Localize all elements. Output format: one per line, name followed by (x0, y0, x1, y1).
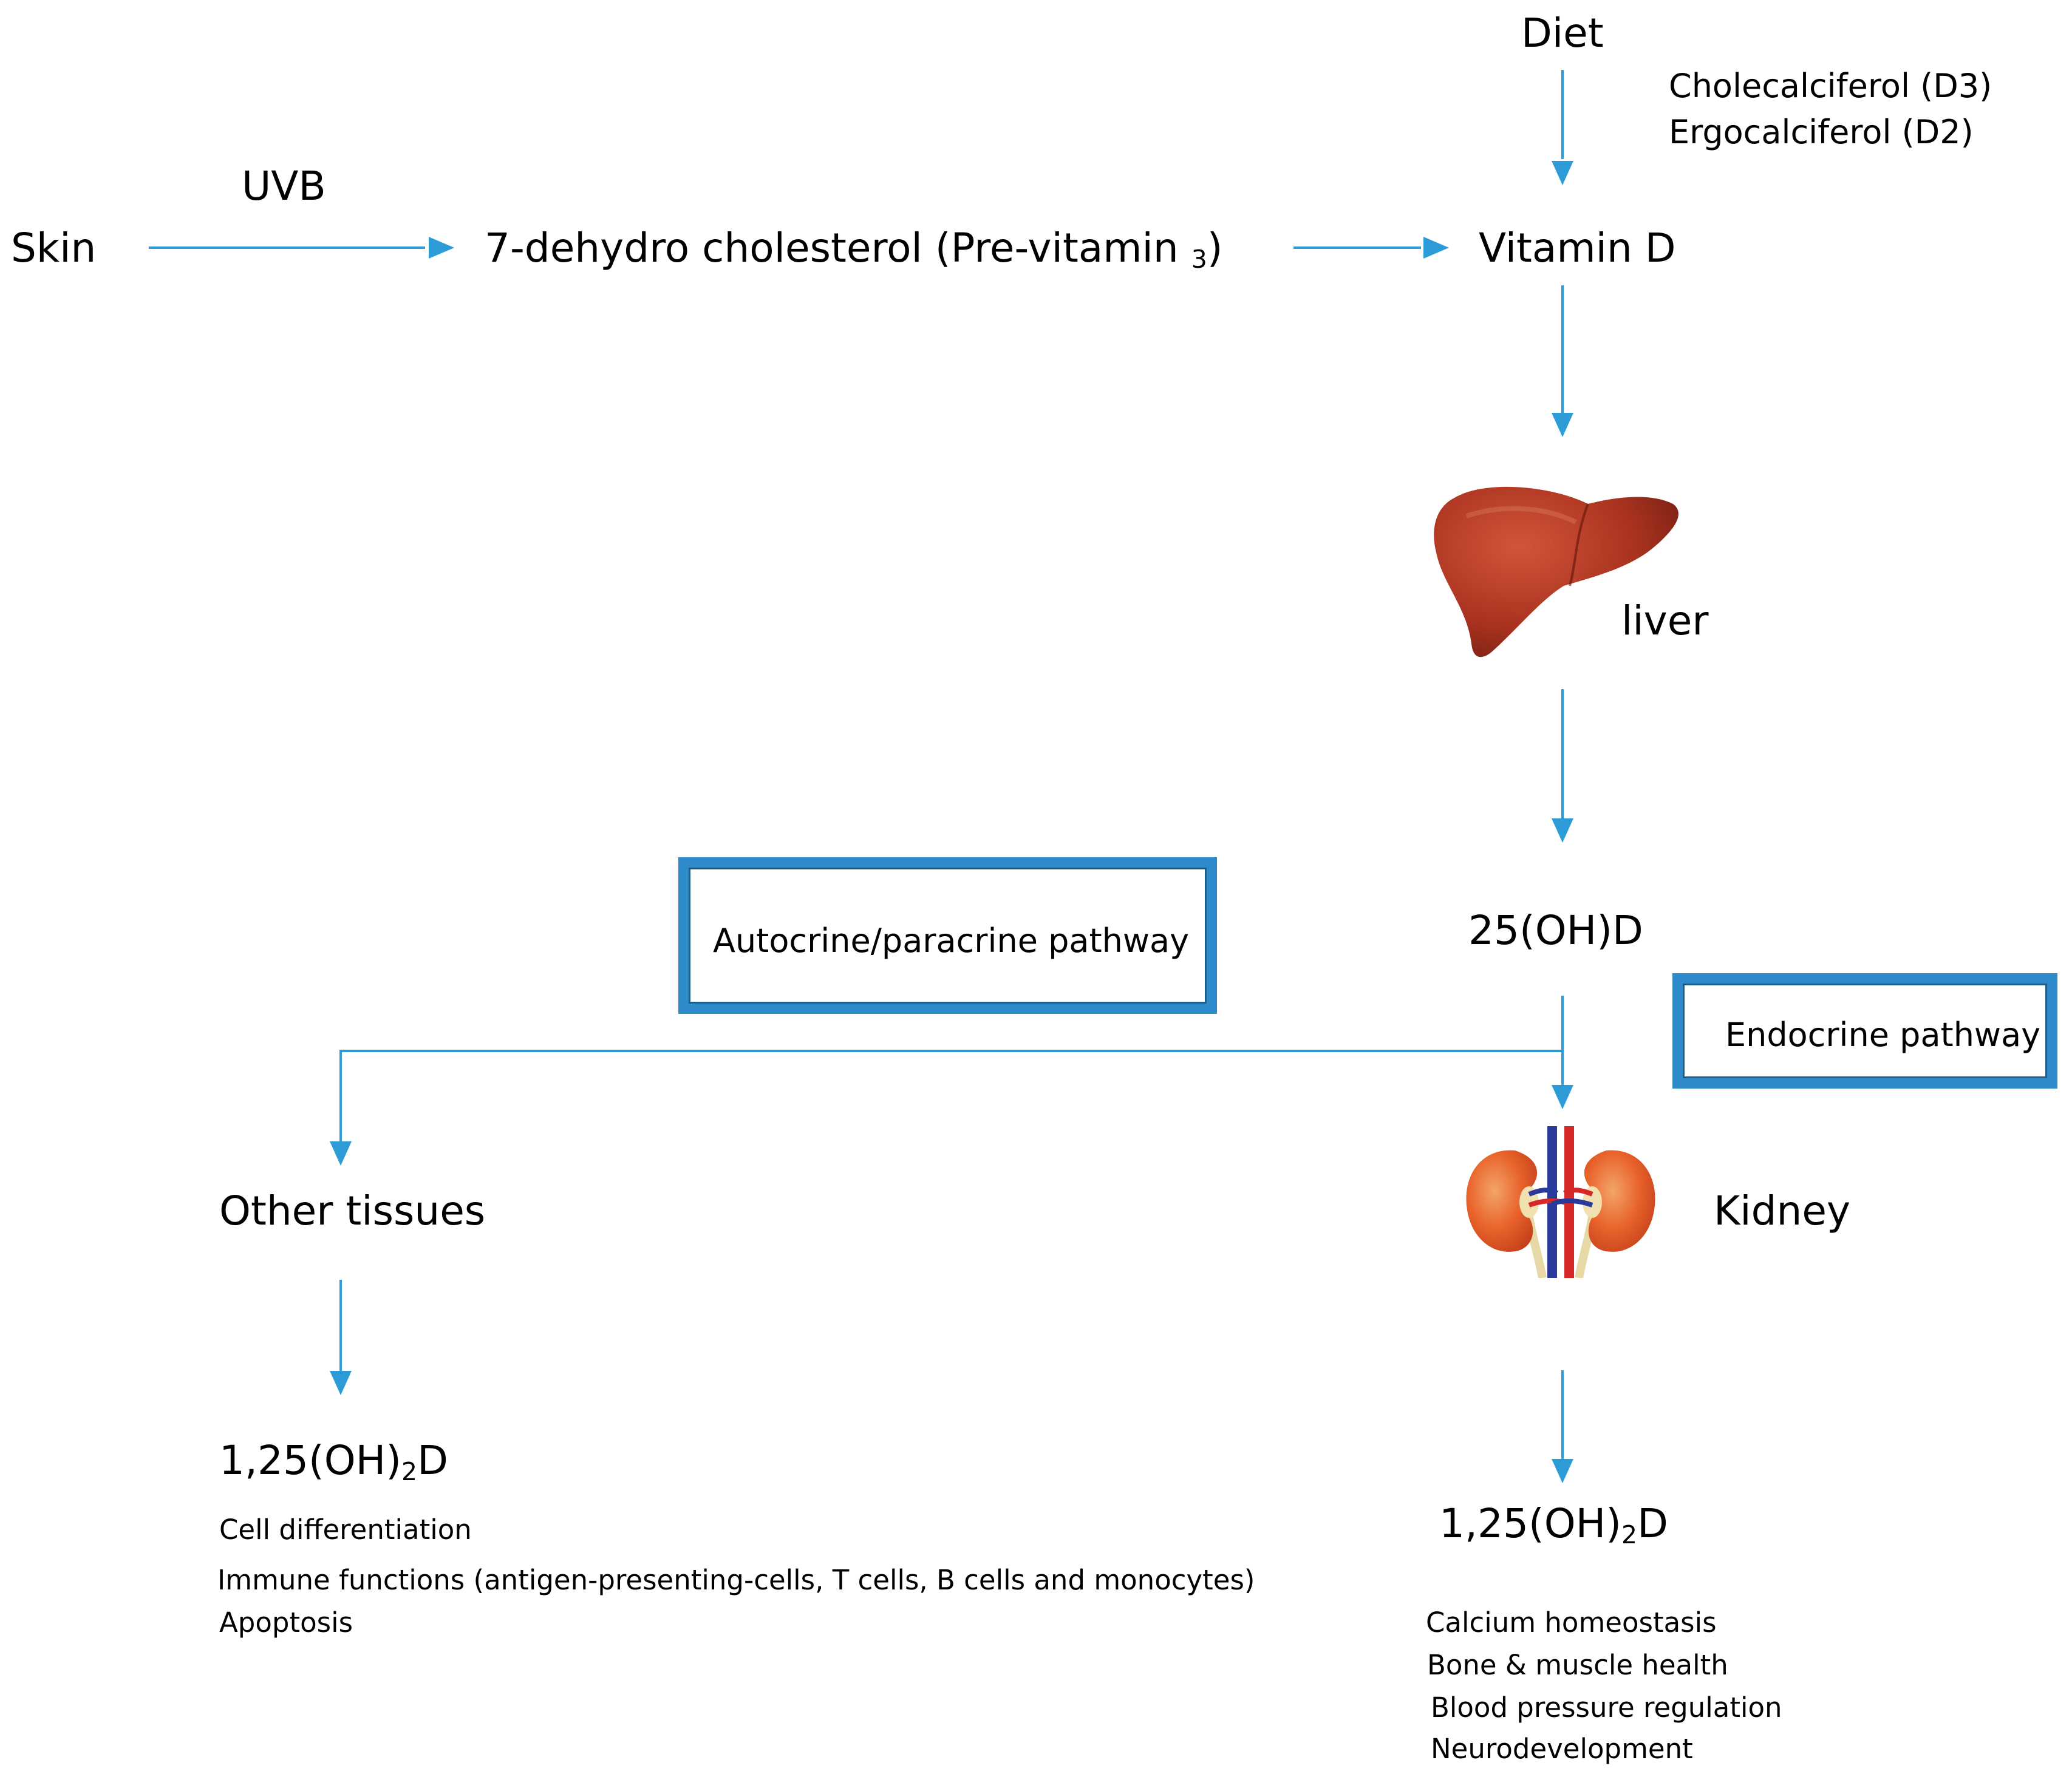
previtamin-close: ) (1207, 225, 1223, 271)
active-left-b: D (417, 1437, 448, 1484)
autocrine-pathway-box: Autocrine/paracrine pathway (678, 857, 1217, 1014)
effect-immune-functions: Immune functions (antigen-presenting-cel… (217, 1564, 1255, 1596)
liver-label: liver (1621, 597, 1709, 644)
endocrine-pathway-label: Endocrine pathway (1725, 1016, 2041, 1054)
active-left-a: 1,25(OH) (219, 1437, 402, 1484)
arrowhead-previtamin-to-vitamind (1423, 237, 1449, 259)
effect-cell-differentiation: Cell differentiation (219, 1514, 472, 1546)
previtamin-label: 7-dehydro cholesterol (Pre-vitamin 3) (485, 225, 1223, 272)
autocrine-box-inner-border (689, 868, 1207, 1004)
liver-icon (1434, 486, 1678, 658)
effect-blood-pressure: Blood pressure regulation (1431, 1691, 1782, 1724)
active-vitamin-d-right: 1,25(OH)2D (1439, 1504, 1668, 1548)
arrow-25ohd-to-other-tissues (339, 1050, 1563, 1141)
previtamin-subscript: 3 (1191, 245, 1207, 274)
active-right-a: 1,25(OH) (1439, 1500, 1622, 1547)
other-tissues-label: Other tissues (219, 1188, 486, 1234)
autocrine-pathway-label: Autocrine/paracrine pathway (713, 922, 1190, 960)
vitamin-d-label: Vitamin D (1479, 225, 1676, 271)
kidney-icon (1466, 1126, 1655, 1278)
uvb-label: UVB (242, 163, 326, 209)
skin-label: Skin (11, 225, 97, 271)
endocrine-box-inner-border (1683, 984, 2047, 1078)
previtamin-main: 7-dehydro cholesterol (Pre-vitamin (485, 225, 1191, 271)
arrowhead-tissues-to-active (330, 1371, 352, 1395)
arrowhead-vitamind-to-liver (1552, 413, 1573, 437)
kidney-label: Kidney (1714, 1188, 1851, 1234)
arrowhead-diet-to-vitamind (1552, 161, 1573, 185)
arrowhead-25ohd-to-other-tissues (330, 1141, 352, 1166)
diet-form-d2: Ergocalciferol (D2) (1669, 113, 1974, 151)
active-right-subscript: 2 (1621, 1520, 1638, 1550)
arrowhead-kidney-to-active (1552, 1459, 1573, 1483)
active-right-b: D (1637, 1500, 1668, 1547)
diet-label: Diet (1521, 10, 1604, 56)
effect-neurodevelopment: Neurodevelopment (1431, 1733, 1693, 1765)
arrowhead-25ohd-to-kidney (1552, 1085, 1573, 1109)
active-vitamin-d-left: 1,25(OH)2D (219, 1441, 448, 1484)
diet-form-d3: Cholecalciferol (D3) (1669, 67, 1992, 105)
arrowhead-skin-to-previtamin (429, 237, 454, 259)
effect-bone-muscle: Bone & muscle health (1427, 1649, 1728, 1681)
25ohd-label: 25(OH)D (1468, 907, 1643, 954)
endocrine-pathway-box: Endocrine pathway (1672, 973, 2057, 1089)
effect-calcium-homeostasis: Calcium homeostasis (1426, 1606, 1717, 1639)
arrowhead-liver-to-25ohd (1552, 818, 1573, 843)
active-left-subscript: 2 (401, 1457, 418, 1487)
effect-apoptosis: Apoptosis (219, 1606, 353, 1639)
